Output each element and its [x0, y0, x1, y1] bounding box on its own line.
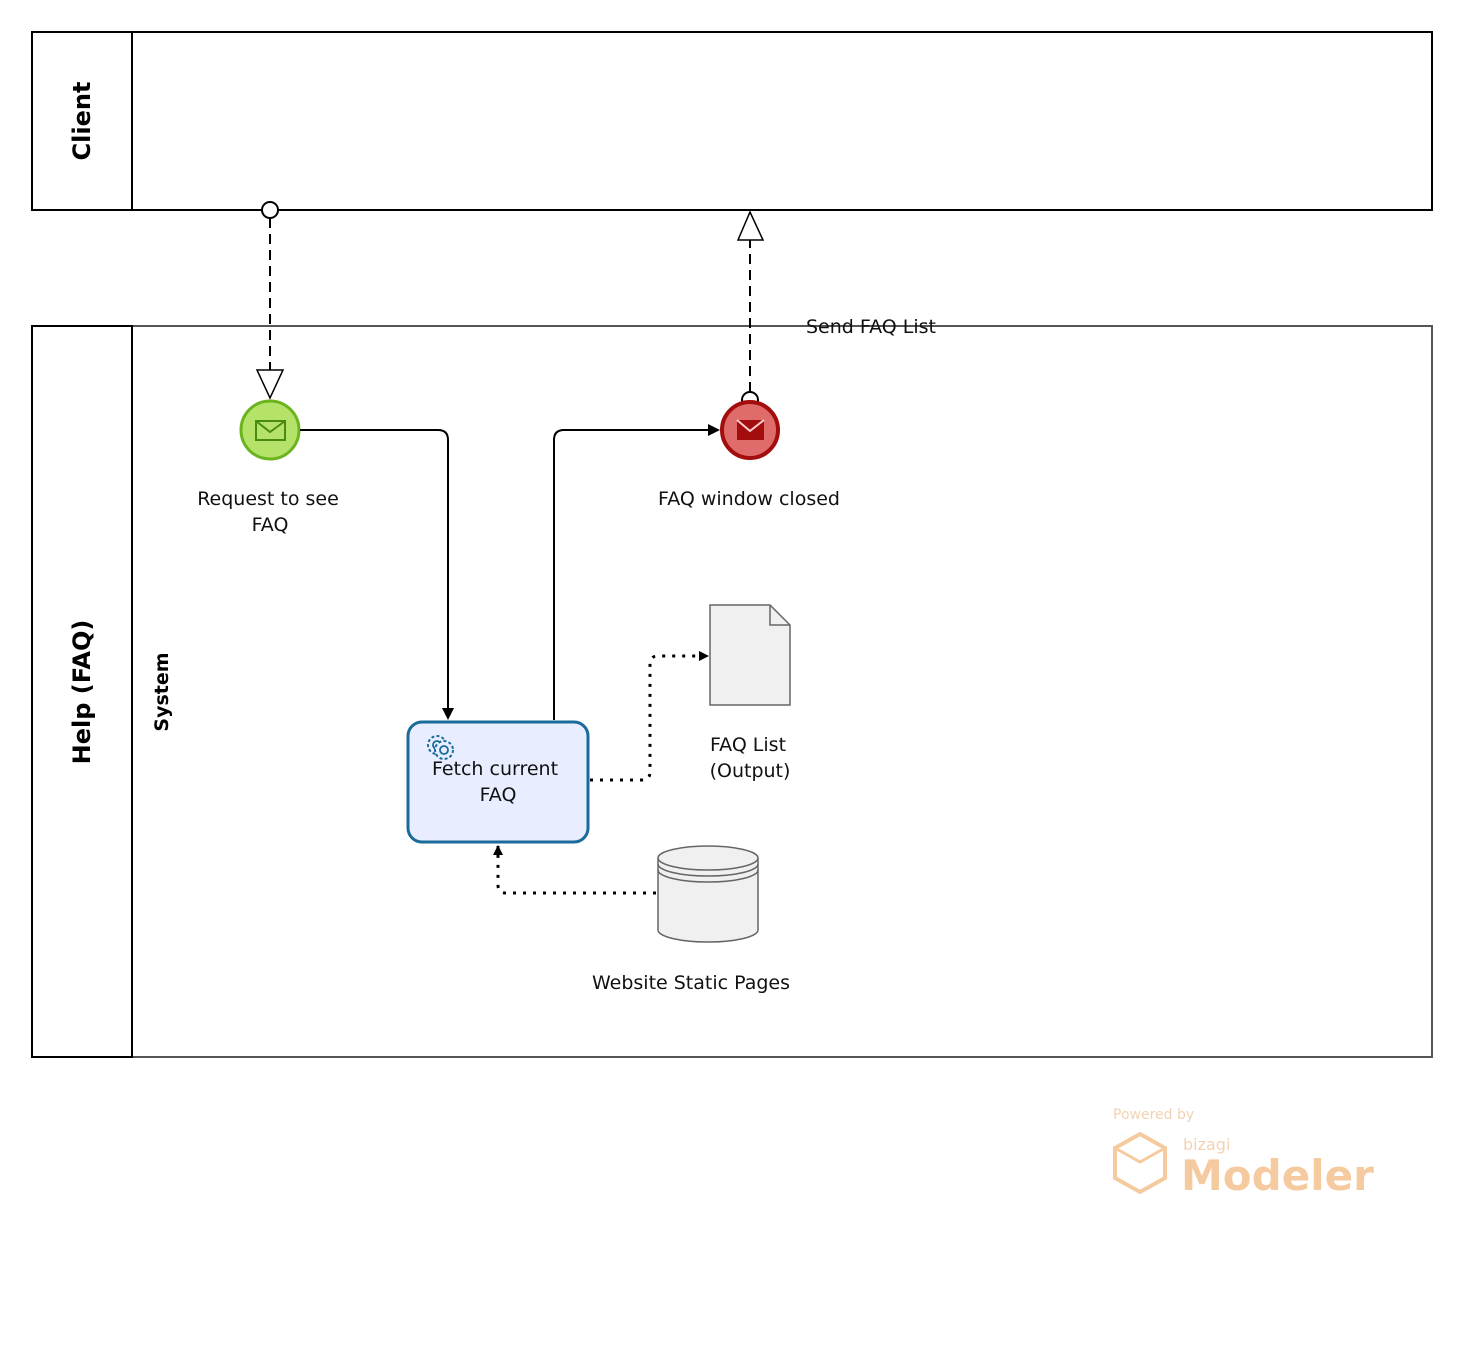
envelope-filled-icon: [736, 419, 765, 440]
lane-title-system: System: [151, 652, 173, 731]
message-flow-label: Send FAQ List: [806, 316, 936, 338]
start-message-event[interactable]: Request to see FAQ: [197, 399, 339, 536]
end-message-event[interactable]: FAQ window closed: [658, 400, 840, 510]
service-task-fetch-faq[interactable]: Fetch current FAQ: [406, 720, 590, 844]
start-event-label-line2: FAQ: [252, 514, 289, 536]
bizagi-watermark: Powered by bizagi Modeler: [1113, 1107, 1374, 1200]
gear-icon: [427, 735, 454, 760]
bizagi-logo-icon: [1113, 1131, 1167, 1195]
help-pool-title: Help (FAQ): [68, 620, 96, 765]
data-association-input[interactable]: [493, 845, 656, 895]
data-object-faq-list[interactable]: FAQ List (Output): [709, 604, 791, 782]
watermark-brand: bizagi: [1183, 1135, 1230, 1154]
data-object-label-line1: FAQ List: [710, 734, 786, 756]
sequence-flow-task-to-end[interactable]: [553, 424, 720, 720]
task-label-line2: FAQ: [480, 784, 517, 806]
end-event-label: FAQ window closed: [658, 488, 840, 510]
client-pool-title: Client: [68, 82, 96, 161]
watermark-powered-by: Powered by: [1113, 1107, 1194, 1123]
client-pool[interactable]: Client: [31, 31, 1433, 211]
sequence-flow-start-to-task[interactable]: [300, 429, 454, 720]
data-store-label: Website Static Pages: [592, 972, 790, 994]
message-flow-request[interactable]: [255, 201, 285, 400]
data-association-output[interactable]: [590, 651, 709, 782]
start-event-label-line1: Request to see: [197, 488, 339, 510]
watermark-product: Modeler: [1181, 1151, 1374, 1200]
task-label-line1: Fetch current: [432, 758, 558, 780]
data-store-website-pages[interactable]: Website Static Pages: [592, 845, 790, 994]
envelope-icon: [255, 420, 286, 441]
data-object-label-line2: (Output): [710, 760, 791, 782]
